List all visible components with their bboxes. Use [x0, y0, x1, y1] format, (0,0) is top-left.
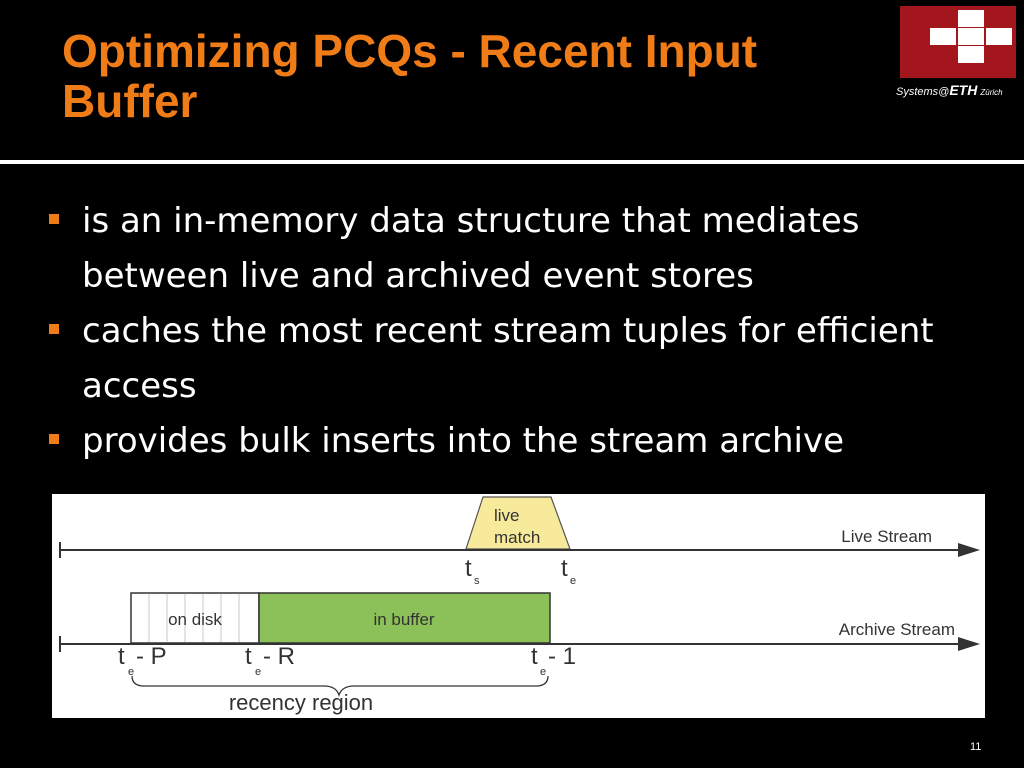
live-match-label-line1: live — [494, 506, 520, 525]
in-buffer-box — [258, 592, 551, 644]
logo-caption-prefix: Systems@ — [896, 86, 950, 98]
te-label: t — [561, 555, 568, 582]
logo-cross-icon — [930, 10, 1012, 63]
live-stream-label: Live Stream — [841, 527, 932, 546]
on-disk-box — [130, 592, 260, 644]
bullet-item: provides bulk inserts into the stream ar… — [46, 414, 996, 469]
live-match-label-line2: match — [494, 528, 540, 547]
title-divider — [0, 160, 1024, 164]
te-minus-1-label: t — [531, 643, 538, 670]
page-number: 11 — [970, 741, 982, 753]
te-minus-r-label: t — [245, 643, 252, 670]
bullet-item: is an in-memory data structure that medi… — [46, 194, 996, 304]
bullet-item: caches the most recent stream tuples for… — [46, 304, 996, 414]
in-buffer-label: in buffer — [373, 610, 434, 629]
bullet-text: provides bulk inserts into the stream ar… — [82, 421, 845, 461]
te-minus-r-suffix: - R — [263, 643, 295, 670]
eth-systems-logo: Systems@ETH Zürich — [894, 6, 1022, 102]
recent-input-buffer-diagram: live match Live Stream t s t e on disk i… — [52, 494, 985, 718]
logo-caption: Systems@ETH Zürich — [896, 82, 1022, 98]
on-disk-label: on disk — [168, 610, 222, 629]
archive-stream-label: Archive Stream — [839, 620, 955, 639]
te-minus-r-subscript: e — [255, 666, 261, 678]
bullet-square-icon — [49, 214, 59, 224]
on-disk-hatching — [148, 594, 240, 642]
recency-region-label: recency region — [229, 690, 373, 715]
logo-caption-suffix: Zürich — [980, 88, 1003, 97]
bullet-square-icon — [49, 324, 59, 334]
ts-label: t — [465, 555, 472, 582]
bullet-text: caches the most recent stream tuples for… — [82, 311, 934, 406]
ts-subscript: s — [474, 575, 480, 587]
te-minus-p-subscript: e — [128, 666, 134, 678]
te-minus-p-label: t — [118, 643, 125, 670]
slide-title: Optimizing PCQs - Recent Input Buffer — [62, 25, 758, 127]
te-minus-p-suffix: - P — [136, 643, 167, 670]
bullet-text: is an in-memory data structure that medi… — [82, 201, 860, 296]
logo-red-box — [900, 6, 1016, 78]
te-minus-1-suffix: - 1 — [548, 643, 576, 670]
logo-caption-brand: ETH — [949, 82, 978, 98]
bullet-list: is an in-memory data structure that medi… — [46, 194, 996, 469]
te-subscript: e — [570, 575, 576, 587]
recency-region-brace — [131, 675, 549, 698]
te-minus-1-subscript: e — [540, 666, 546, 678]
bullet-square-icon — [49, 434, 59, 444]
archive-stream-arrow-icon — [958, 637, 980, 651]
live-stream-arrow-icon — [958, 543, 980, 557]
